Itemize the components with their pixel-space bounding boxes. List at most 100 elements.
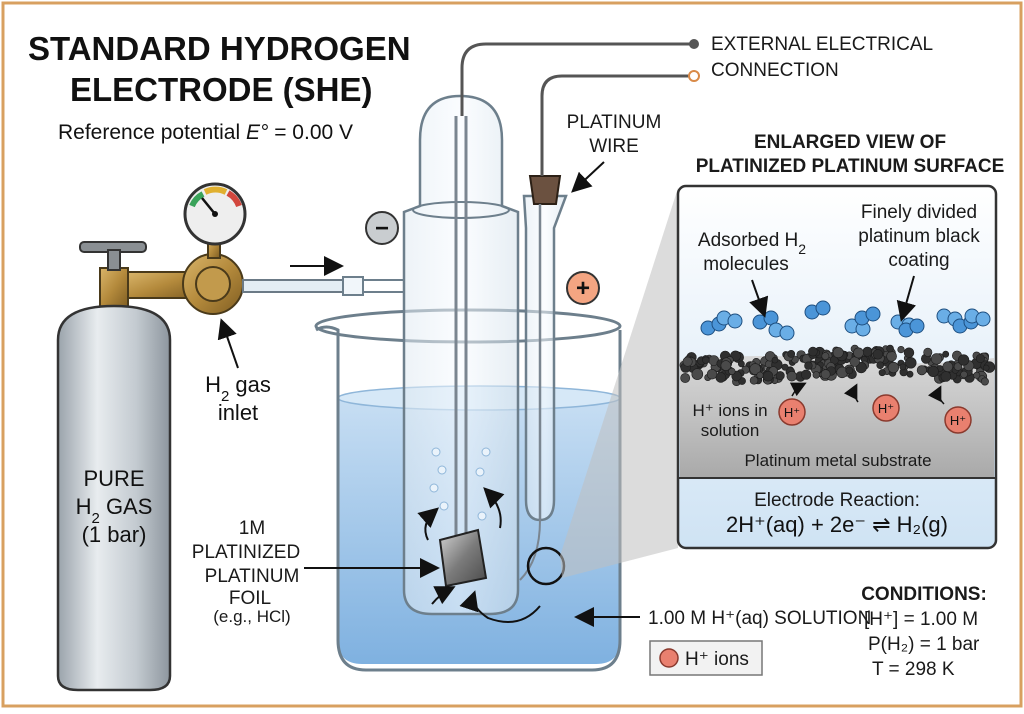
platinum-wire-tube bbox=[519, 175, 568, 581]
platinum-black-particle bbox=[940, 371, 952, 382]
platinum-black-particle bbox=[808, 346, 818, 357]
platinum-black-particle bbox=[862, 346, 873, 357]
platinum-black-particle bbox=[771, 356, 779, 364]
platinum-black-particle bbox=[702, 356, 710, 364]
platinum-black-particle bbox=[886, 344, 894, 353]
black-coating-label-line2: platinum black bbox=[858, 226, 980, 247]
platinum-black-particle bbox=[781, 363, 789, 371]
platinum-black-particle bbox=[832, 347, 844, 359]
reaction-title: Electrode Reaction: bbox=[754, 490, 920, 511]
platinum-black-particle bbox=[923, 347, 933, 357]
foil-label-line1: 1M bbox=[239, 518, 265, 539]
platinum-wire-arrow bbox=[571, 161, 605, 193]
ions-label-line2: solution bbox=[701, 421, 760, 440]
conditions-line3: T = 298 K bbox=[872, 659, 955, 680]
platinum-black-particle bbox=[960, 370, 968, 379]
foil-label-line3: PLATINUM bbox=[205, 566, 300, 587]
platinum-black-particle bbox=[820, 369, 831, 380]
platinum-black-particle bbox=[720, 360, 732, 371]
platinum-black-particle bbox=[887, 361, 900, 374]
platinum-black-particle bbox=[682, 356, 693, 367]
foil-label-line5: (e.g., HCl) bbox=[213, 607, 290, 626]
black-coating-label-line1: Finely divided bbox=[861, 202, 977, 223]
enlarged-view-panel bbox=[676, 184, 998, 550]
gas-inlet-label-line1: H2 gas bbox=[205, 372, 271, 405]
rubber-stopper bbox=[528, 175, 562, 205]
foil-label-line4: FOIL bbox=[229, 588, 271, 609]
platinum-black-particle bbox=[942, 361, 954, 373]
platinum-black-particle bbox=[715, 372, 727, 383]
platinum-black-particle bbox=[876, 361, 885, 370]
ion-arrow-1 bbox=[789, 382, 807, 397]
platinum-black-particle bbox=[878, 369, 886, 377]
enlarged-ion-2: H⁺ bbox=[872, 394, 900, 422]
platinum-black-particle bbox=[680, 373, 691, 383]
ions-label-line1: H⁺ ions in bbox=[692, 401, 767, 420]
platinum-black-particle bbox=[906, 370, 914, 378]
svg-text:H⁺: H⁺ bbox=[878, 401, 894, 416]
platinum-black-particle bbox=[897, 346, 905, 354]
gas-inlet-label-line2: inlet bbox=[218, 400, 258, 425]
magnifier-projection bbox=[560, 188, 678, 578]
ion-arrow-2 bbox=[843, 383, 859, 403]
gas-inlet-arrow bbox=[217, 318, 239, 369]
positive-terminal-badge: + bbox=[566, 271, 600, 305]
platinum-black-particle bbox=[804, 361, 813, 370]
title-line2: ELECTRODE (SHE) bbox=[70, 71, 373, 108]
platinum-black-particle bbox=[775, 371, 785, 381]
platinum-black-particle bbox=[872, 349, 884, 360]
svg-text:H⁺: H⁺ bbox=[950, 413, 966, 428]
gas-pipe bbox=[242, 279, 356, 293]
cylinder-label-line3: (1 bar) bbox=[82, 522, 147, 547]
solution-label: 1.00 M H⁺(aq) SOLUTION bbox=[648, 608, 871, 629]
connection-dot-2 bbox=[688, 70, 700, 82]
platinum-black-particle bbox=[953, 362, 963, 371]
h2-gas-cylinder: PURE H2 GAS (1 bar) bbox=[56, 241, 172, 692]
platinum-black-particle bbox=[973, 371, 981, 379]
adsorbed-h2-molecules bbox=[700, 300, 991, 341]
legend-label: H⁺ ions bbox=[685, 649, 749, 670]
platinum-black-particle bbox=[930, 353, 943, 365]
platinum-black-particle bbox=[706, 369, 718, 380]
negative-terminal-badge: − bbox=[365, 211, 399, 245]
external-connection-line2: CONNECTION bbox=[711, 60, 839, 81]
adsorbed-arrow bbox=[749, 279, 769, 318]
title-line1: STANDARD HYDROGEN bbox=[28, 30, 411, 67]
platinum-black-particle bbox=[691, 368, 704, 380]
legend-box: H⁺ ions bbox=[649, 640, 763, 676]
plus-sign: + bbox=[576, 275, 590, 302]
platinum-black-particle bbox=[845, 366, 854, 375]
reaction-equation: 2H⁺(aq) + 2e⁻ ⇌ H₂(g) bbox=[726, 512, 948, 537]
platinum-black-particle bbox=[728, 367, 736, 376]
platinum-black-particle bbox=[903, 347, 915, 358]
adsorbed-label-line1: Adsorbed H2 bbox=[698, 230, 806, 257]
minus-sign: − bbox=[375, 215, 389, 242]
ion-arrow-3 bbox=[927, 385, 945, 405]
platinum-black-particle bbox=[749, 363, 762, 375]
h2-molecule bbox=[898, 308, 963, 338]
legend-ion-swatch bbox=[659, 648, 679, 668]
black-coating-arrow bbox=[896, 275, 917, 322]
h2-molecule bbox=[952, 308, 991, 334]
platinum-wire-label-line2: WIRE bbox=[589, 136, 639, 157]
enlarged-heading-line1: ENLARGED VIEW OF bbox=[754, 132, 946, 153]
platinum-black-particle bbox=[787, 349, 796, 358]
platinum-black-particle bbox=[982, 364, 990, 372]
platinum-wire-label-line1: PLATINUM bbox=[567, 112, 662, 133]
black-coating-label-line3: coating bbox=[888, 250, 949, 271]
enlarged-ion-1: H⁺ bbox=[778, 398, 806, 426]
cylinder-label-line2: H2 GAS bbox=[76, 494, 153, 527]
platinum-black-particle bbox=[786, 371, 797, 382]
h2-molecule bbox=[700, 310, 743, 336]
platinum-black-particle bbox=[886, 350, 897, 362]
platinum-black-particle bbox=[905, 357, 917, 369]
platinum-black-coating bbox=[679, 344, 996, 386]
platinum-black-particle bbox=[927, 365, 939, 378]
platinum-black-particle bbox=[800, 369, 812, 380]
external-wires bbox=[460, 42, 690, 176]
enlarged-heading-line2: PLATINIZED PLATINUM SURFACE bbox=[696, 156, 1005, 177]
pressure-regulator bbox=[127, 182, 247, 315]
